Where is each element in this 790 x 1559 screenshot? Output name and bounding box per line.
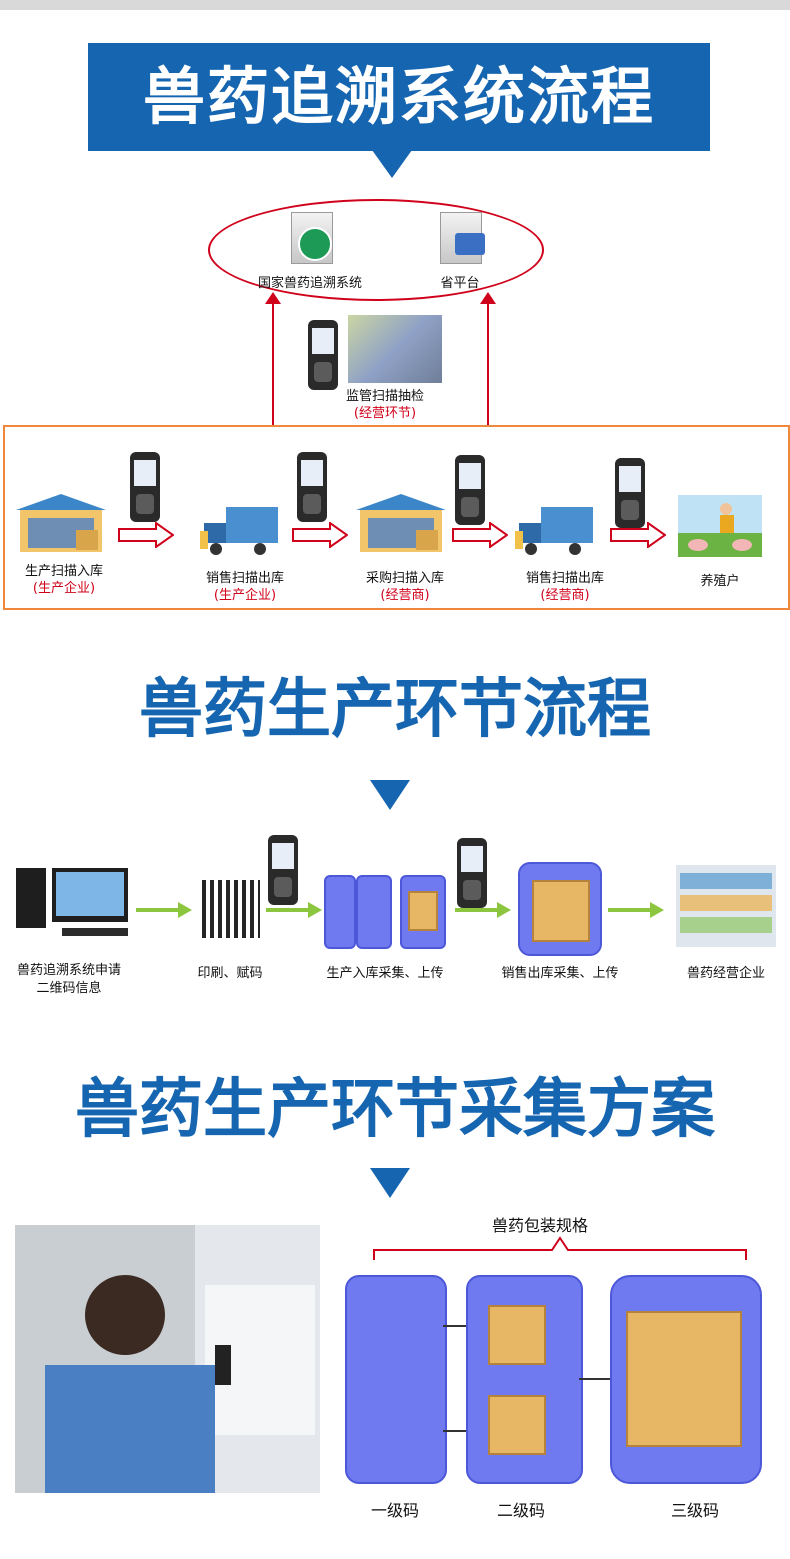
level-3-card (610, 1275, 762, 1484)
s2-step-1-label: 兽药追溯系统申请 二维码信息 (16, 963, 121, 996)
computer-icon (16, 868, 128, 936)
level-connector (579, 1378, 610, 1380)
level-1-label: 一级码 (370, 1501, 419, 1520)
connector-arrowhead-right (480, 292, 496, 304)
s2-step-2-label: 印刷、赋码 (197, 966, 263, 981)
supply-chain-box (3, 425, 790, 610)
package-spec-label: 兽药包装规格 (491, 1216, 588, 1235)
national-server-icon (291, 212, 333, 264)
provincial-server-icon (440, 212, 485, 264)
section-2-pointer (370, 780, 410, 810)
scanner-icon (615, 458, 645, 528)
step-2-sub: (生产企业) (213, 588, 277, 603)
primary-pack-card (324, 875, 356, 949)
level-connector (443, 1325, 466, 1327)
section-2-title: 兽药生产环节流程 (139, 673, 651, 747)
banner-pointer (372, 150, 412, 178)
connector-arrowhead-left (265, 292, 281, 304)
s2-step-5-label: 兽药经营企业 (686, 966, 765, 981)
worker-scanning-photo (15, 1225, 320, 1493)
scanner-icon (268, 835, 298, 905)
step-5-label: 养殖户 (700, 574, 740, 589)
flow-arrow-icon (610, 522, 666, 548)
step-2-label: 销售扫描出库 (205, 571, 284, 586)
package-spec-bracket (373, 1236, 747, 1260)
level-connector (443, 1430, 466, 1432)
step-3-label: 采购扫描入库 (365, 571, 444, 586)
level-2-label: 二级码 (496, 1501, 545, 1520)
flow-arrow-icon (452, 522, 508, 548)
platform-ellipse (208, 199, 544, 301)
s2-step-4-label: 销售出库采集、上传 (501, 966, 619, 981)
step-3-sub: (经营商) (380, 588, 430, 603)
supervision-label: 监管扫描抽检 (345, 389, 424, 404)
green-arrow-icon (136, 902, 192, 918)
level-1-card (345, 1275, 447, 1484)
step-4-label: 销售扫描出库 (525, 571, 604, 586)
level-3-label: 三级码 (670, 1501, 719, 1520)
scanner-icon (297, 452, 327, 522)
national-system-label: 国家兽药追溯系统 (257, 276, 362, 291)
pharmacy-shelf-photo (676, 865, 776, 947)
inspection-photo (348, 315, 442, 383)
s2-step-3-label: 生产入库采集、上传 (326, 966, 444, 981)
tertiary-pack-card (400, 875, 446, 949)
farmer-illustration (678, 495, 762, 557)
section-3-pointer (370, 1168, 410, 1198)
supervision-sub: (经营环节) (353, 406, 417, 421)
section-banner-title: 兽药追溯系统流程 (88, 43, 710, 151)
scanner-icon (455, 455, 485, 525)
warehouse-icon (356, 494, 446, 552)
step-1-label: 生产扫描入库 (24, 564, 103, 579)
level-2-card (466, 1275, 583, 1484)
scanner-icon (308, 320, 338, 390)
connector-line-right (487, 300, 489, 427)
green-arrow-icon (455, 902, 511, 918)
section-3-title: 兽药生产环节采集方案 (75, 1073, 715, 1147)
provincial-platform-label: 省平台 (440, 276, 480, 291)
green-arrow-icon (608, 902, 664, 918)
shipping-pack-card (518, 862, 602, 956)
green-arrow-icon (266, 902, 322, 918)
secondary-pack-card (356, 875, 392, 949)
scanner-icon (457, 838, 487, 908)
truck-icon (515, 507, 593, 555)
warehouse-icon (16, 494, 106, 552)
step-4-sub: (经营商) (540, 588, 590, 603)
scanner-icon (130, 452, 160, 522)
step-1-sub: (生产企业) (32, 581, 96, 596)
top-divider-bar (0, 0, 790, 10)
flow-arrow-icon (118, 522, 174, 548)
flow-arrow-icon (292, 522, 348, 548)
truck-icon (200, 507, 278, 555)
qr-code-icon (202, 880, 260, 938)
connector-line-left (272, 300, 274, 427)
